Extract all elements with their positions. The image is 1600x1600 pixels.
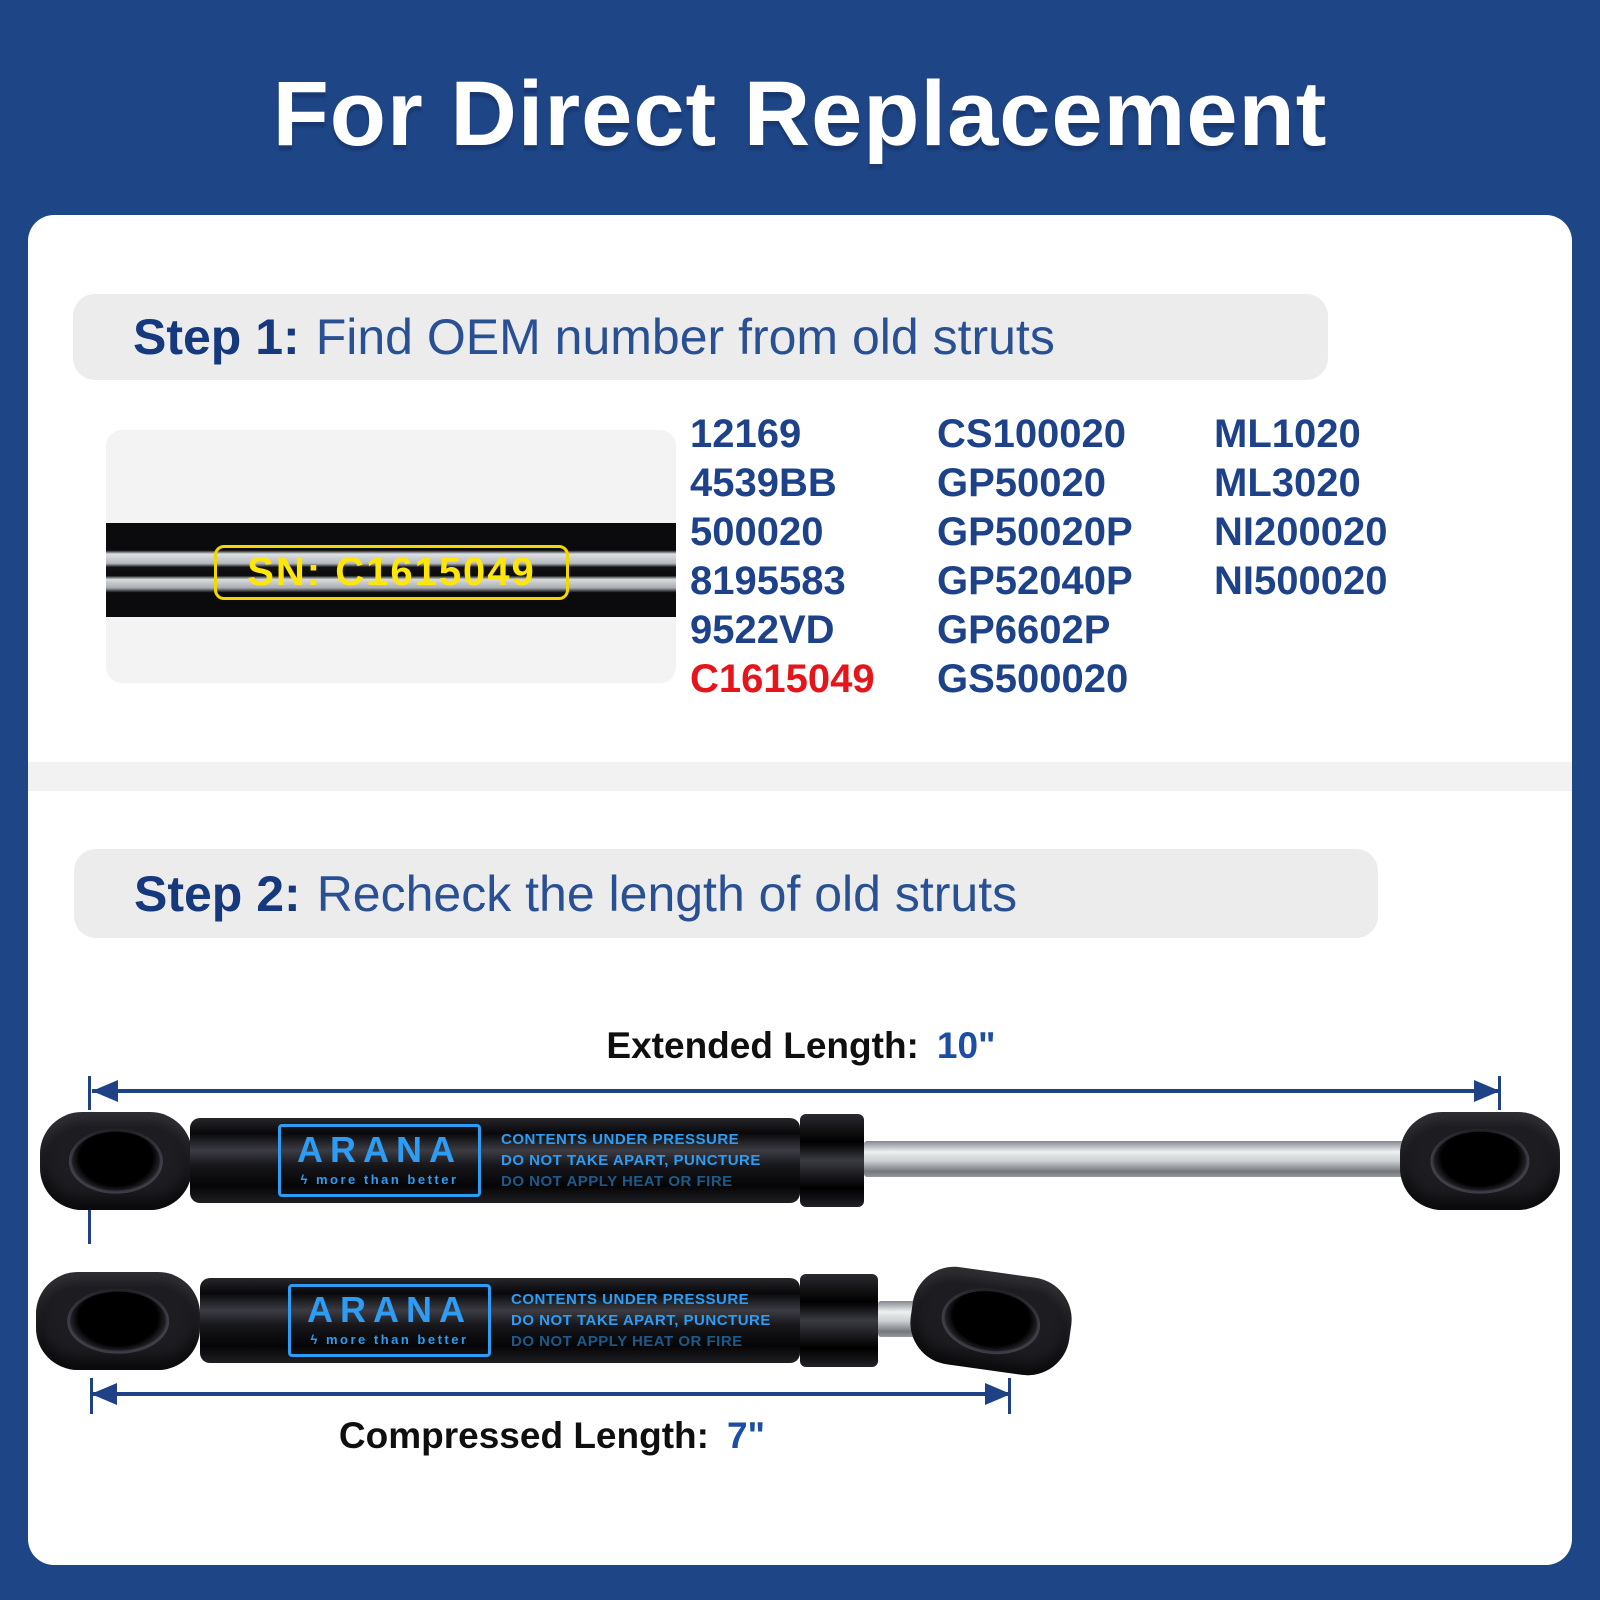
eyelet-socket-hole [68, 1128, 164, 1194]
dimension-tick [88, 1076, 91, 1110]
strut-warning-line: DO NOT TAKE APART, PUNCTURE [501, 1152, 761, 1169]
oem-number: 500020 [690, 510, 824, 554]
oem-number: ML1020 [1214, 412, 1361, 456]
step2-heading-bar: Step 2: Recheck the length of old struts [74, 849, 1378, 938]
extended-length-value: 10" [936, 1025, 996, 1066]
dimension-extension-line [88, 1210, 91, 1244]
extended-strut-piston-rod [864, 1141, 1404, 1177]
lightning-bolt-icon: ϟ [310, 1332, 320, 1347]
oem-number-highlighted: C1615049 [690, 657, 875, 701]
step2-label: Step 2: [134, 865, 301, 922]
page-title: For Direct Replacement [272, 63, 1328, 165]
brand-label-box: ARANA ϟ more than better [278, 1124, 481, 1197]
oem-number: 9522VD [690, 608, 835, 652]
content-card: Step 1: Find OEM number from old struts … [28, 215, 1572, 1565]
oem-number: ML3020 [1214, 461, 1361, 505]
strut-warning-line: DO NOT APPLY HEAT OR FIRE [501, 1173, 733, 1190]
step1-heading-bar: Step 1: Find OEM number from old struts [73, 294, 1328, 380]
strut-cylinder-image [106, 523, 676, 617]
strut-warning-line: DO NOT APPLY HEAT OR FIRE [511, 1333, 743, 1350]
brand-tagline: ϟ more than better [307, 1332, 472, 1347]
compressed-strut-left-eyelet [36, 1272, 200, 1370]
tagline-text: more than better [325, 1332, 469, 1347]
extended-length-text: Extended Length: [606, 1025, 919, 1066]
oem-number-column-2: CS100020 GP50020 GP50020P GP52040P GP660… [937, 410, 1133, 704]
lightning-bolt-icon: ϟ [300, 1172, 310, 1187]
strut-warning-line: CONTENTS UNDER PRESSURE [511, 1291, 750, 1308]
compressed-length-value: 7" [726, 1415, 766, 1456]
oem-number: NI200020 [1214, 510, 1388, 554]
section-divider [28, 762, 1572, 791]
oem-number: GP50020P [937, 510, 1133, 554]
eyelet-socket-hole [67, 1288, 169, 1354]
oem-number: 8195583 [690, 559, 846, 603]
oem-number: GP6602P [937, 608, 1111, 652]
extended-dimension-line [92, 1080, 1500, 1102]
extended-strut-end-cap [800, 1114, 864, 1207]
brand-tagline: ϟ more than better [297, 1172, 462, 1187]
brand-name: ARANA [297, 1129, 462, 1170]
strut-warning-text: CONTENTS UNDER PRESSURE DO NOT TAKE APAR… [501, 1129, 761, 1192]
oem-number: GP50020 [937, 461, 1107, 505]
extended-length-label: Extended Length: 10" [606, 1025, 995, 1067]
oem-number: 12169 [690, 412, 802, 456]
old-strut-photo: SN: C1615049 [106, 430, 676, 683]
compressed-strut-right-eyelet [904, 1261, 1078, 1381]
oem-number: NI500020 [1214, 559, 1388, 603]
compressed-length-text: Compressed Length: [338, 1415, 709, 1456]
brand-label-box: ARANA ϟ more than better [288, 1284, 491, 1357]
extended-strut-left-eyelet [40, 1112, 192, 1210]
step1-description: Find OEM number from old struts [315, 309, 1055, 365]
brand-name: ARANA [307, 1289, 472, 1330]
step1-label: Step 1: [133, 309, 300, 365]
oem-number: CS100020 [937, 412, 1127, 456]
oem-number: GS500020 [937, 657, 1129, 701]
eyelet-socket-hole [937, 1282, 1045, 1360]
extended-strut-right-eyelet [1400, 1112, 1560, 1210]
oem-number-column-3: ML1020 ML3020 NI200020 NI500020 [1214, 410, 1387, 606]
compressed-strut-body: ARANA ϟ more than better CONTENTS UNDER … [200, 1278, 800, 1363]
serial-number-badge: SN: C1615049 [214, 545, 569, 600]
compressed-length-label: Compressed Length: 7" [339, 1415, 765, 1457]
extended-strut-body: ARANA ϟ more than better CONTENTS UNDER … [190, 1118, 800, 1203]
strut-warning-line: DO NOT TAKE APART, PUNCTURE [511, 1312, 771, 1329]
eyelet-socket-hole [1430, 1128, 1530, 1194]
oem-number-column-1: 12169 4539BB 500020 8195583 9522VD C1615… [690, 410, 875, 704]
oem-number: 4539BB [690, 461, 837, 505]
tagline-text: more than better [315, 1172, 459, 1187]
compressed-dimension-line [91, 1383, 1011, 1405]
compressed-strut-end-cap [800, 1274, 878, 1367]
step2-description: Recheck the length of old struts [316, 865, 1018, 922]
strut-warning-text: CONTENTS UNDER PRESSURE DO NOT TAKE APAR… [511, 1289, 771, 1352]
oem-number: GP52040P [937, 559, 1133, 603]
strut-warning-line: CONTENTS UNDER PRESSURE [501, 1131, 740, 1148]
